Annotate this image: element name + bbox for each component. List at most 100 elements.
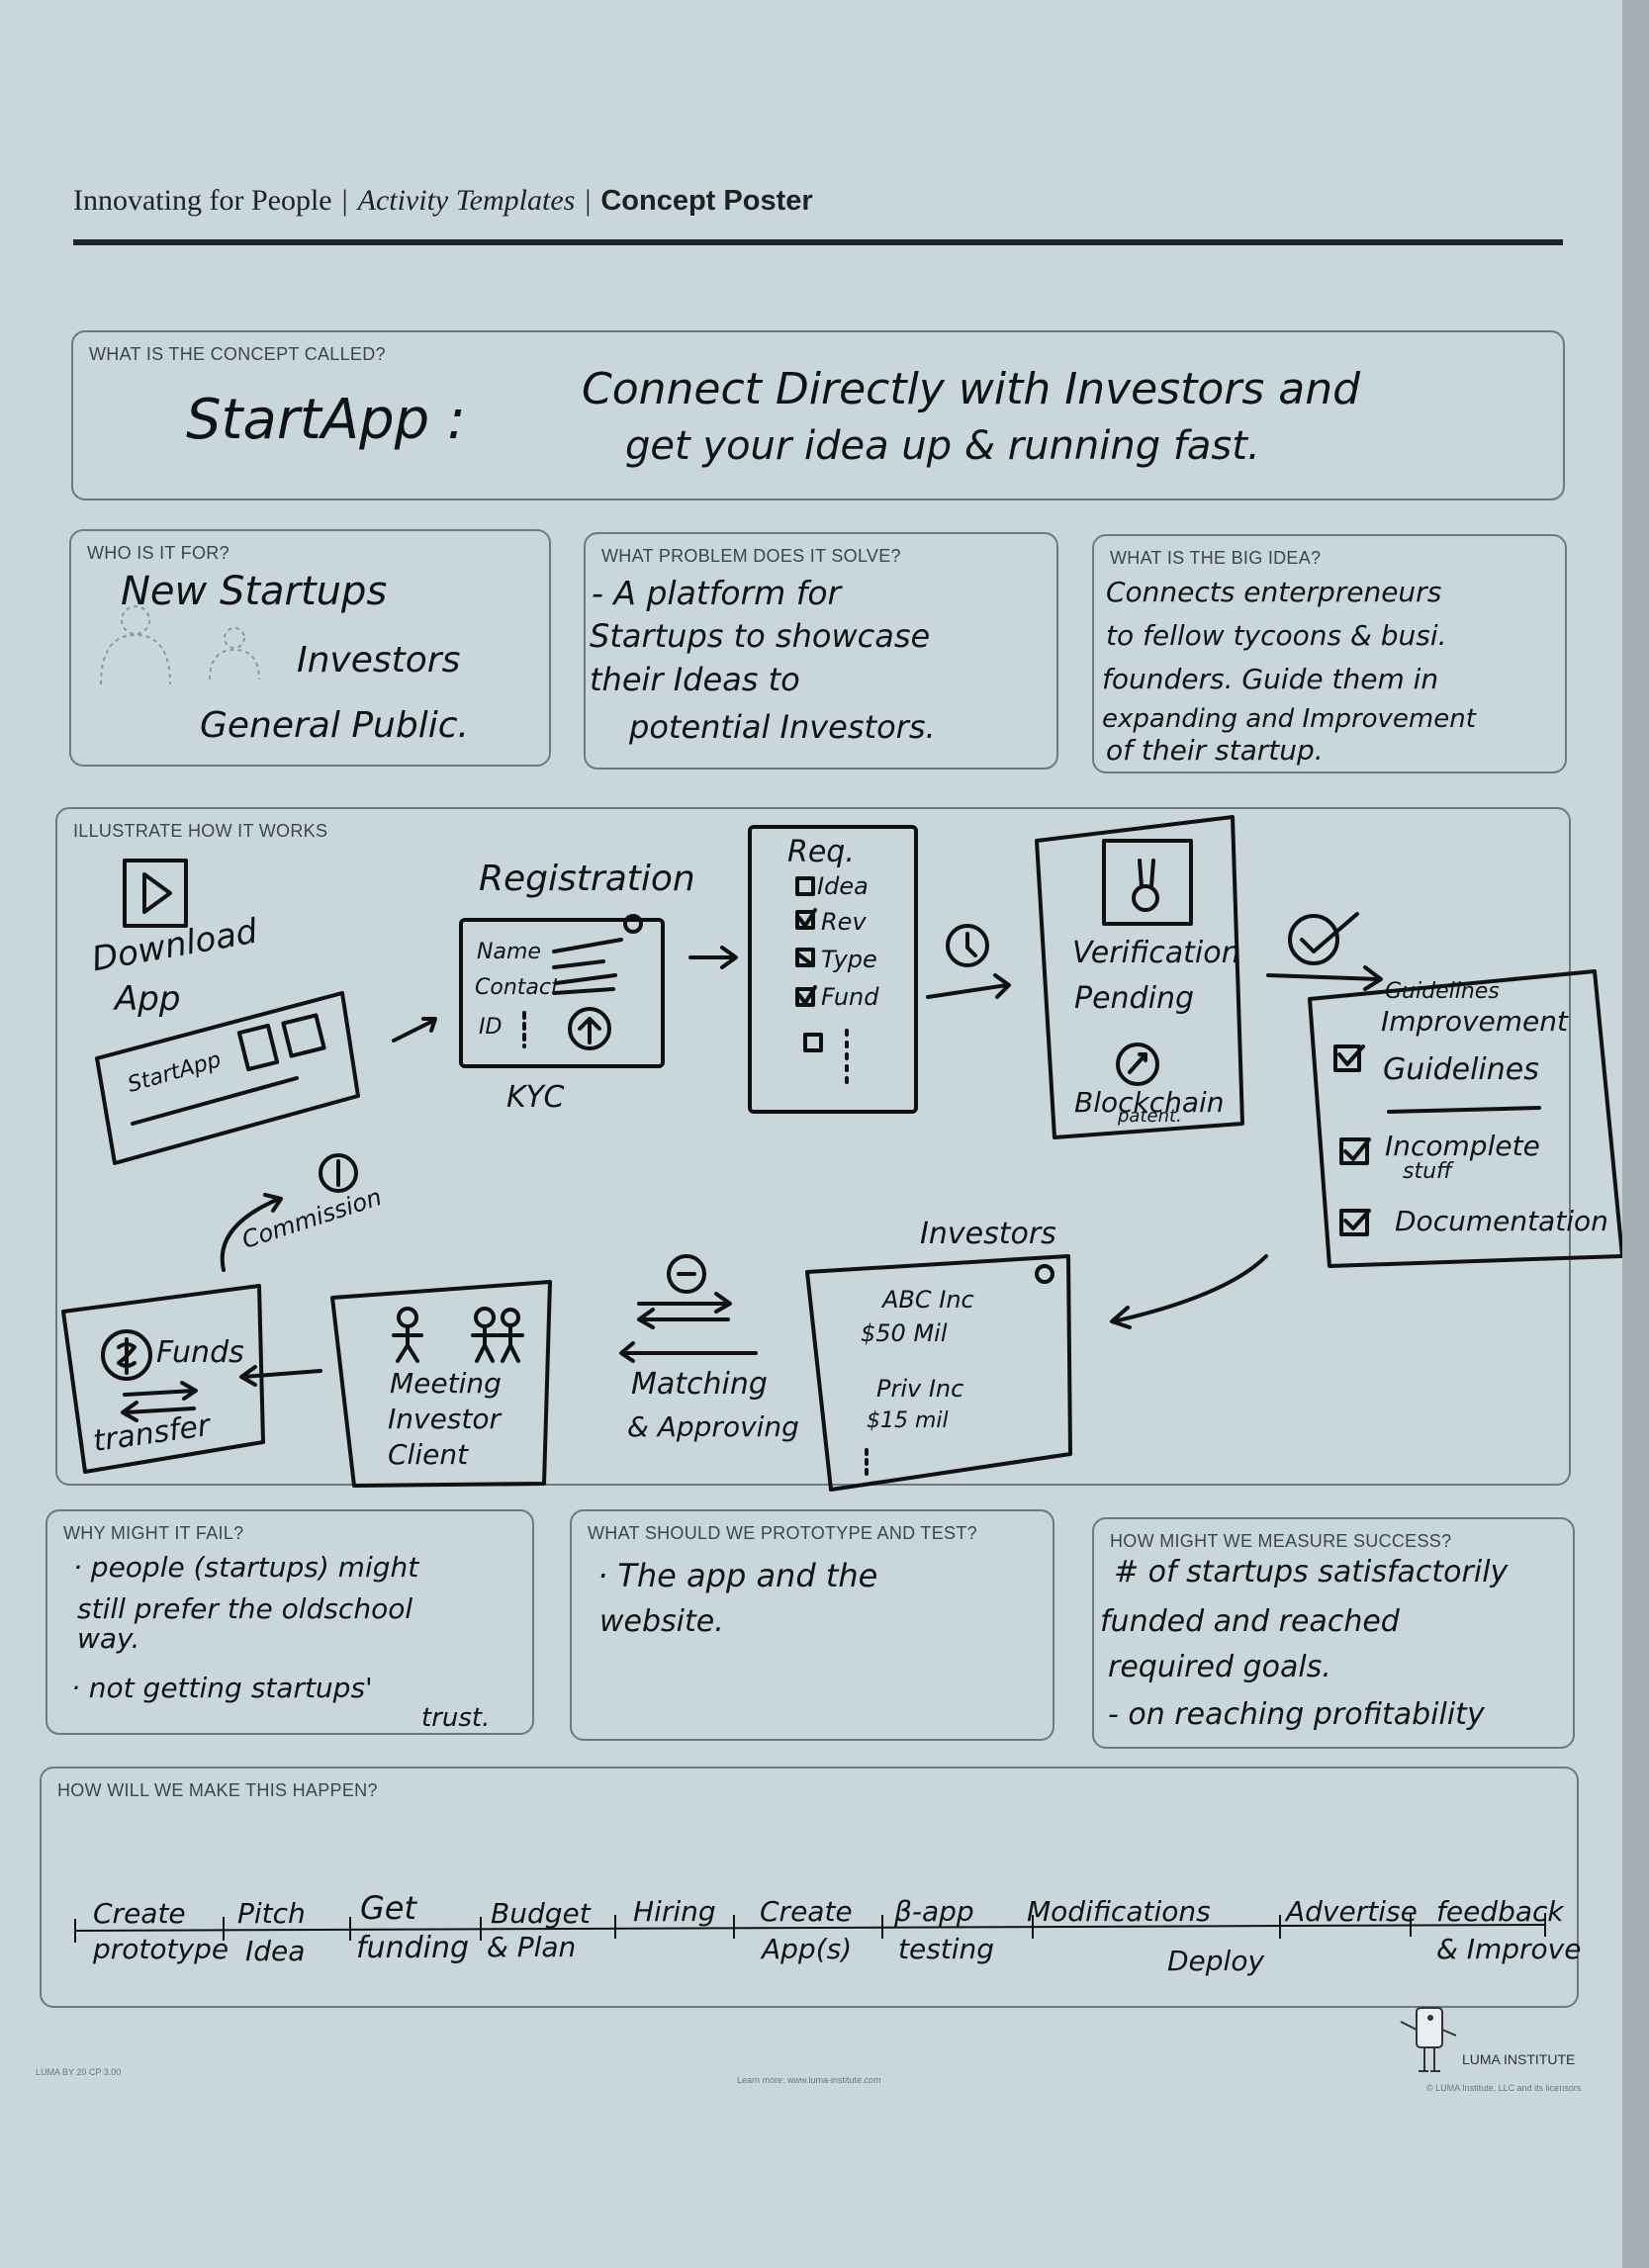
investor-2-name: Priv Inc xyxy=(876,1375,964,1403)
kyc-label: KYC xyxy=(506,1080,565,1115)
investors-title: Investors xyxy=(920,1217,1056,1251)
problem-line-3: their Ideas to xyxy=(590,661,800,698)
problem-label: WHAT PROBLEM DOES IT SOLVE? xyxy=(601,546,901,566)
step-1-b: prototype xyxy=(93,1933,229,1965)
timeline-line xyxy=(74,1913,1546,1943)
guidelines-text-6: Documentation xyxy=(1395,1205,1608,1237)
matching-text-1: Matching xyxy=(631,1367,768,1402)
big-idea-line-1: Connects enterpreneurs xyxy=(1106,576,1442,608)
funds-card xyxy=(61,1284,265,1474)
success-box: HOW MIGHT WE MEASURE SUCCESS? # of start… xyxy=(1092,1517,1575,1749)
step-6-b: App(s) xyxy=(762,1933,853,1965)
dollar-coin-icon xyxy=(319,1153,358,1193)
investors-card xyxy=(805,1254,1072,1492)
problem-line-4: potential Investors. xyxy=(629,708,936,746)
concept-label: WHAT IS THE CONCEPT CALLED? xyxy=(89,344,386,364)
problem-line-1: - A platform for xyxy=(592,574,842,612)
big-idea-label: WHAT IS THE BIG IDEA? xyxy=(1110,548,1322,568)
step-7-b: testing xyxy=(898,1933,995,1965)
concept-box: WHAT IS THE CONCEPT CALLED? StartApp : C… xyxy=(71,330,1565,500)
concept-tagline-2: get your idea up & running fast. xyxy=(625,423,1260,469)
step-2-b: Idea xyxy=(245,1935,306,1967)
problem-line-2: Startups to showcase xyxy=(590,617,931,655)
verification-card xyxy=(1035,815,1244,1139)
step-4-a: Budget xyxy=(491,1897,591,1930)
concept-tagline-1: Connect Directly with Investors and xyxy=(582,364,1361,414)
big-idea-line-2: to fellow tycoons & busi. xyxy=(1106,619,1447,652)
step-10-a: Advertise xyxy=(1286,1895,1418,1928)
success-label: HOW MIGHT WE MEASURE SUCCESS? xyxy=(1110,1531,1452,1551)
req-item-rev: Rev xyxy=(821,908,867,936)
blockchain-text-2: patent. xyxy=(1118,1106,1182,1127)
concept-name: StartApp : xyxy=(186,388,466,452)
step-6-a: Create xyxy=(760,1895,853,1928)
requirements-card xyxy=(748,825,918,1114)
header-title: Innovating for People xyxy=(73,184,332,217)
success-line-4: - on reaching profitability xyxy=(1108,1697,1485,1732)
investor-2-amount: $15 mil xyxy=(867,1408,949,1433)
header-subtitle: Activity Templates xyxy=(357,184,576,217)
phone-sketch xyxy=(95,991,360,1165)
who-line-3: General Public. xyxy=(200,705,469,746)
success-line-1: # of startups satisfactorily xyxy=(1114,1555,1509,1589)
how-it-works-sketch xyxy=(61,815,1622,1492)
step-7-a: β-app xyxy=(894,1895,974,1928)
header-template-name: Concept Poster xyxy=(600,185,813,217)
step-4-b: & Plan xyxy=(487,1931,577,1963)
check-circle-icon xyxy=(1288,912,1359,965)
step-11-a: feedback xyxy=(1436,1895,1564,1928)
reg-field-name: Name xyxy=(477,940,541,964)
problem-box: WHAT PROBLEM DOES IT SOLVE? - A platform… xyxy=(584,532,1058,770)
download-text-2: App xyxy=(115,979,181,1019)
footer-code: LUMA BY 20 CP 3.00 xyxy=(36,2067,122,2077)
step-5-a: Hiring xyxy=(633,1895,716,1928)
prototype-box: WHAT SHOULD WE PROTOTYPE AND TEST? · The… xyxy=(570,1509,1054,1741)
registration-title: Registration xyxy=(479,859,695,899)
header-separator: | xyxy=(341,184,348,217)
happen-label: HOW WILL WE MAKE THIS HAPPEN? xyxy=(57,1780,378,1800)
step-3-b: funding xyxy=(356,1931,470,1965)
fail-box: WHY MIGHT IT FAIL? · people (startups) m… xyxy=(46,1509,534,1735)
step-3-a: Get xyxy=(360,1889,417,1927)
luma-brand: LUMA INSTITUTE xyxy=(1462,2051,1576,2067)
illustrate-label: ILLUSTRATE HOW IT WORKS xyxy=(73,821,328,841)
prototype-line-2: website. xyxy=(599,1604,724,1639)
reg-field-contact: Contact xyxy=(475,975,560,1000)
step-2-a: Pitch xyxy=(237,1897,306,1930)
fail-line-3: way. xyxy=(77,1622,140,1655)
big-idea-box: WHAT IS THE BIG IDEA? Connects enterpren… xyxy=(1092,534,1567,773)
who-box: WHO IS IT FOR? New Startups Investors Ge… xyxy=(69,529,551,767)
happen-box: HOW WILL WE MAKE THIS HAPPEN? Create pro… xyxy=(40,1767,1581,2008)
header-separator: | xyxy=(585,184,592,217)
guidelines-text-2: Improvement xyxy=(1381,1005,1568,1038)
investor-1-name: ABC Inc xyxy=(882,1286,974,1314)
meeting-text-3: Client xyxy=(388,1438,469,1471)
investor-1-amount: $50 Mil xyxy=(861,1319,948,1347)
registration-card xyxy=(459,914,665,1068)
big-idea-line-3: founders. Guide them in xyxy=(1102,663,1439,695)
verification-text-1: Verification xyxy=(1072,936,1240,970)
prototype-line-1: · The app and the xyxy=(597,1557,878,1594)
success-line-2: funded and reached xyxy=(1100,1604,1400,1639)
meeting-text-1: Meeting xyxy=(390,1367,502,1400)
luma-mascot-logo xyxy=(1400,2007,1457,2072)
who-line-1: New Startups xyxy=(121,569,388,614)
step-8-a: Modifications xyxy=(1027,1895,1211,1928)
fail-line-1: · people (startups) might xyxy=(73,1551,419,1584)
big-idea-line-5: of their startup. xyxy=(1106,734,1324,767)
fail-label: WHY MIGHT IT FAIL? xyxy=(63,1523,244,1543)
guidelines-text-1: Guidelines xyxy=(1385,979,1500,1004)
big-idea-line-4: expanding and Improvement xyxy=(1102,704,1476,734)
guidelines-text-3: Guidelines xyxy=(1383,1052,1539,1087)
funds-text: Funds xyxy=(156,1335,244,1370)
verification-text-2: Pending xyxy=(1074,981,1194,1016)
req-item-idea: Idea xyxy=(817,872,869,900)
footer-copyright: © LUMA Institute, LLC and its licensors xyxy=(1426,2083,1582,2093)
people-silhouette-icon xyxy=(100,605,260,685)
req-title: Req. xyxy=(787,835,855,869)
timer-icon xyxy=(946,924,989,967)
footer-link: Learn more: www.luma-institute.com xyxy=(737,2075,881,2085)
poster-header: Innovating for People | Activity Templates… xyxy=(73,184,1563,245)
step-1-a: Create xyxy=(93,1897,186,1930)
